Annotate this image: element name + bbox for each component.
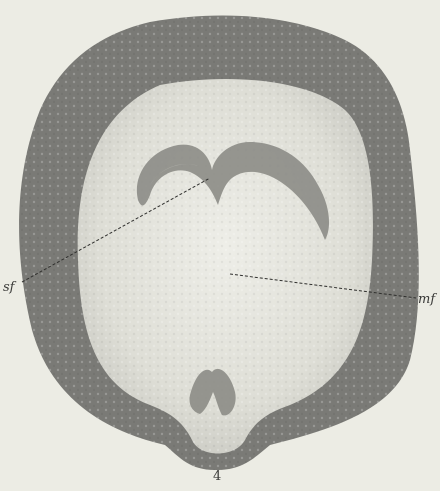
label-sf: sf (3, 281, 14, 294)
label-mf: mf (418, 293, 435, 306)
figure-number: 4 (213, 470, 221, 483)
